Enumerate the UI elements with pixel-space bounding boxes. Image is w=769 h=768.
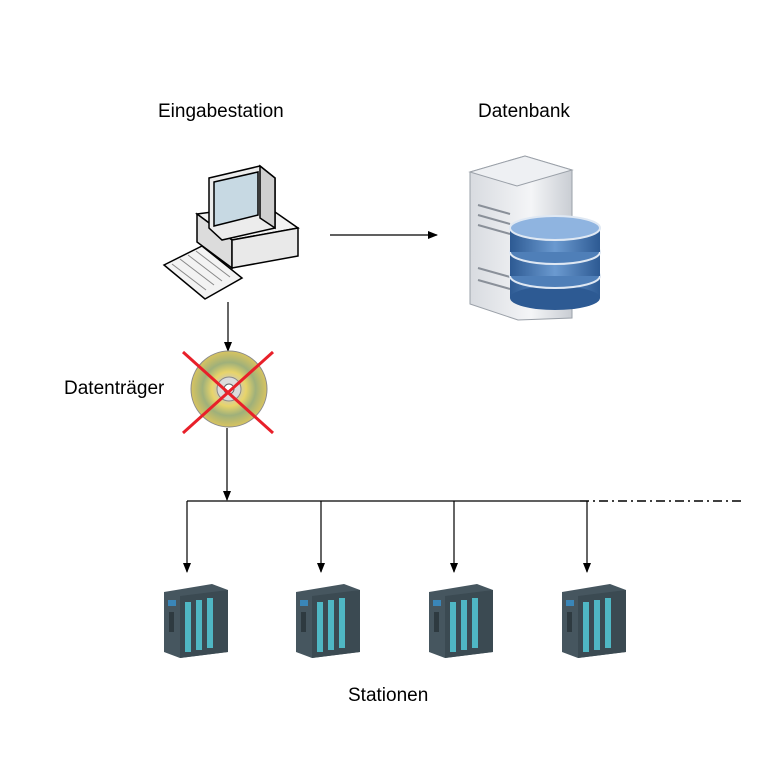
label-database: Datenbank <box>478 101 570 122</box>
cross-mark-icon <box>181 350 275 435</box>
plc-module-icon <box>423 584 497 658</box>
desktop-computer-icon <box>162 164 300 300</box>
database-server-icon <box>468 155 601 321</box>
label-input-station: Eingabestation <box>158 101 284 122</box>
label-stations: Stationen <box>348 685 429 706</box>
plc-module-icon <box>158 584 232 658</box>
plc-module-icon <box>290 584 364 658</box>
label-data-carrier: Datenträger <box>64 378 165 399</box>
plc-module-icon <box>556 584 630 658</box>
